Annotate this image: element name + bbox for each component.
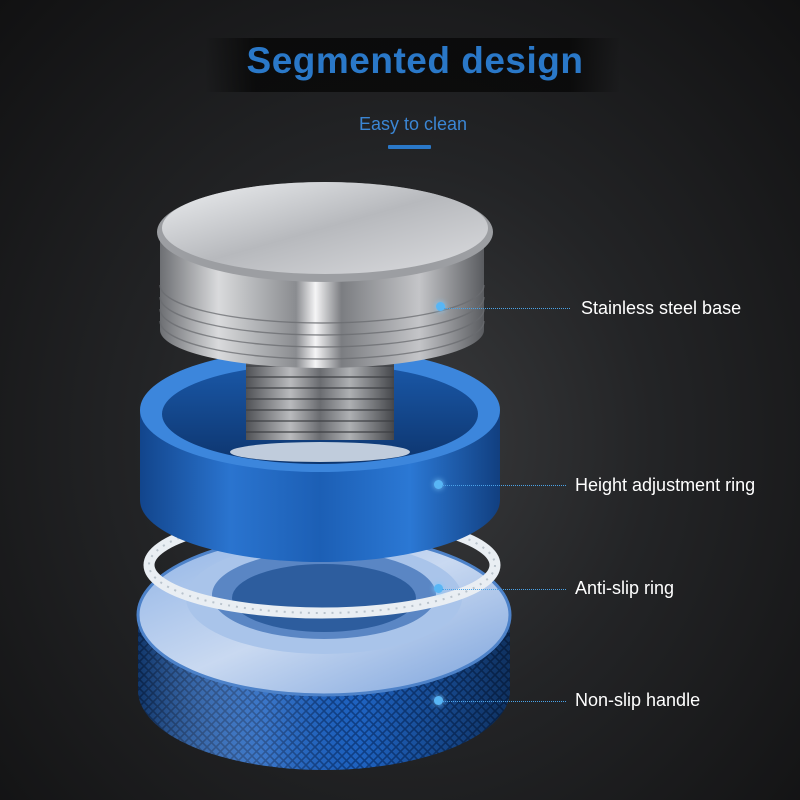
callout-line-adjustment-ring xyxy=(442,485,566,486)
callout-dot-handle xyxy=(434,696,443,705)
callout-dot-steel-base xyxy=(436,302,445,311)
callout-line-handle xyxy=(442,701,566,702)
stainless-steel-base xyxy=(157,182,493,368)
page-subtitle: Easy to clean xyxy=(358,114,468,134)
callout-label-steel-base: Stainless steel base xyxy=(581,298,742,318)
callout-label-handle: Non-slip handle xyxy=(575,690,701,710)
callout-dot-anti-slip-ring xyxy=(434,584,443,593)
non-slip-handle xyxy=(136,533,512,770)
callout-dot-adjustment-ring xyxy=(434,480,443,489)
subtitle-underline xyxy=(388,145,431,149)
threaded-stem xyxy=(246,355,394,440)
title-background-band xyxy=(205,38,620,92)
height-adjustment-ring xyxy=(140,348,500,562)
callout-label-anti-slip-ring: Anti-slip ring xyxy=(575,578,675,598)
callout-label-adjustment-ring: Height adjustment ring xyxy=(575,475,756,495)
callout-line-steel-base xyxy=(444,308,570,309)
callout-line-anti-slip-ring xyxy=(442,589,566,590)
page-title: Segmented design xyxy=(246,40,584,81)
